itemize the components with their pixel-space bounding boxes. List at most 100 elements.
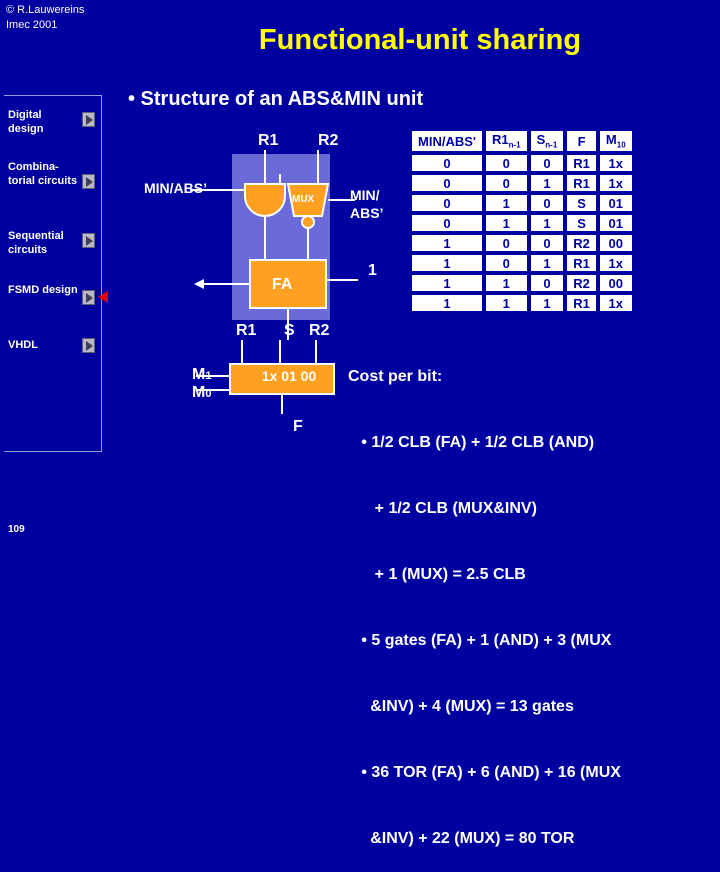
table-cell: 0	[485, 235, 527, 251]
table-cell: R1	[567, 175, 596, 191]
nav-arrow-icon[interactable]	[82, 112, 95, 127]
header-s: Sn-1	[530, 131, 564, 151]
header-text: F	[577, 133, 586, 149]
minabs-input-label: MIN/ABS’	[144, 180, 207, 196]
table-cell: R1	[567, 155, 596, 171]
table-cell: 1x	[599, 175, 632, 191]
table-cell: 1	[485, 275, 527, 291]
table-cell: 1	[485, 295, 527, 311]
table-cell: 1	[530, 255, 564, 271]
header-f: F	[567, 131, 596, 151]
table-cell: 0	[530, 155, 564, 171]
header-subscript: 10	[616, 140, 626, 150]
header-m: M10	[599, 131, 632, 151]
table-cell: 0	[485, 155, 527, 171]
header-text: S	[536, 132, 546, 148]
m0-label: M0	[192, 384, 211, 402]
table-cell: 0	[530, 195, 564, 211]
header-r1: R1n-1	[485, 131, 527, 151]
table-cell: R1	[567, 295, 596, 311]
m1-text: M	[192, 366, 206, 383]
table-cell: 1	[530, 215, 564, 231]
m1-label: M1	[192, 366, 211, 384]
copyright: © R.Lauwereins Imec 2001	[6, 3, 84, 33]
nav-arrow-icon[interactable]	[82, 290, 95, 305]
table-cell: 1	[530, 295, 564, 311]
m1-subscript: 1	[205, 370, 212, 382]
table-cell: 1	[485, 215, 527, 231]
table-cell: R1	[567, 255, 596, 271]
table-cell: 1	[412, 255, 482, 271]
cost-text: Cost per bit: • 1/2 CLB (FA) + 1/2 CLB (…	[348, 322, 621, 872]
table-header-row: MIN/ABS' R1n-1 Sn-1 F M10	[412, 131, 632, 151]
table-cell: 1	[485, 195, 527, 211]
table-cell: R2	[567, 275, 596, 291]
table-cell: 1x	[599, 255, 632, 271]
bullet-heading: • Structure of an ABS&MIN unit	[128, 88, 424, 110]
table-cell: 0	[485, 175, 527, 191]
table-cell: 01	[599, 215, 632, 231]
nav-item-sequential[interactable]: Sequential circuits	[8, 229, 78, 257]
nav-arrow-icon[interactable]	[82, 233, 95, 248]
nav-item-combinatorial[interactable]: Combina-torial circuits	[8, 160, 78, 188]
table-cell: R2	[567, 235, 596, 251]
fa-label: FA	[272, 276, 293, 293]
table-cell: 1	[412, 295, 482, 311]
cost-line: &INV) + 22 (MUX) = 80 TOR	[348, 830, 575, 847]
nav-arrow-icon[interactable]	[82, 338, 95, 353]
table-cell: 0	[530, 275, 564, 291]
slide-title: Functional-unit sharing	[258, 24, 582, 56]
table-cell: 1	[412, 235, 482, 251]
table-cell: 1	[530, 175, 564, 191]
cost-line: + 1 (MUX) = 2.5 CLB	[348, 566, 526, 583]
table-cell: 1x	[599, 295, 632, 311]
nav-item-fsmd[interactable]: FSMD design	[8, 283, 78, 297]
page-number: 109	[8, 524, 25, 535]
nav-item-digital-design[interactable]: Digital design	[8, 108, 78, 136]
r1-label: R1	[258, 132, 279, 149]
table-cell: 0	[530, 235, 564, 251]
header-minabs: MIN/ABS'	[412, 131, 482, 151]
output-mux-diagram	[196, 340, 335, 414]
mux-select-codes: 1x 01 00	[261, 368, 317, 384]
table-cell: 01	[599, 195, 632, 211]
carry-one-label: 1	[368, 262, 377, 279]
nav-item-vhdl[interactable]: VHDL	[8, 338, 78, 352]
cost-line: Cost per bit:	[348, 368, 443, 385]
table-cell: 0	[412, 155, 482, 171]
f-output-label: F	[293, 418, 303, 435]
mux-label: MUX	[292, 194, 315, 205]
copyright-line-1: © R.Lauwereins	[6, 4, 85, 16]
nav-label: VHDL	[8, 339, 38, 351]
copyright-line-2: Imec 2001	[6, 19, 58, 31]
m0-subscript: 0	[205, 388, 212, 400]
nav-label: Digital design	[8, 109, 44, 135]
table-cell: 0	[412, 215, 482, 231]
table-cell: S	[567, 215, 596, 231]
table-cell: 0	[485, 255, 527, 271]
header-text: MIN/ABS'	[418, 133, 476, 149]
cost-line: • 36 TOR (FA) + 6 (AND) + 16 (MUX	[348, 764, 621, 781]
header-text: M	[605, 132, 617, 148]
r2-label: R2	[318, 132, 339, 149]
m0-text: M	[192, 384, 206, 401]
table-cell: S	[567, 195, 596, 211]
current-section-marker-icon	[98, 291, 108, 303]
nav-arrow-icon[interactable]	[82, 174, 95, 189]
nav-label: Sequential circuits	[8, 230, 64, 256]
header-text: R1	[491, 132, 509, 148]
cost-line: • 5 gates (FA) + 1 (AND) + 3 (MUX	[348, 632, 612, 649]
cost-line: &INV) + 4 (MUX) = 13 gates	[348, 698, 574, 715]
minabs-output-label: MIN/ ABS’	[350, 187, 384, 221]
s-input-label: S	[284, 322, 295, 339]
table-cell: 0	[412, 195, 482, 211]
nav-label: FSMD design	[8, 284, 78, 296]
header-subscript: n-1	[508, 140, 521, 150]
